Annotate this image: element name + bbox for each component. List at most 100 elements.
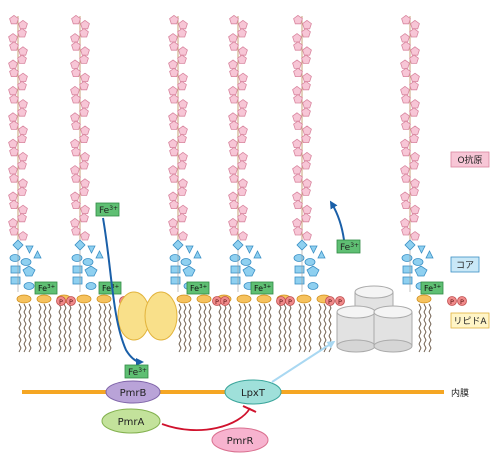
o-antigen-sugar bbox=[71, 199, 81, 210]
o-antigen-sugar bbox=[410, 231, 420, 241]
o-antigen-sugar bbox=[228, 59, 238, 69]
fe-release-arrow bbox=[329, 200, 345, 241]
fe-box-released: Fe3+ bbox=[336, 239, 361, 254]
o-antigen-sugar bbox=[168, 85, 178, 96]
lipid-a-head bbox=[16, 294, 32, 353]
o-antigen-sugar bbox=[17, 160, 27, 170]
o-antigen-sugar bbox=[178, 178, 188, 188]
o-antigen-sugar bbox=[238, 151, 248, 162]
phosphate: P bbox=[66, 296, 76, 306]
svg-text:P: P bbox=[215, 298, 219, 306]
o-antigen-sugar bbox=[79, 107, 89, 117]
outer-membrane-protein bbox=[117, 291, 178, 341]
lipid-a-head bbox=[36, 294, 52, 353]
fe-box-lipid: Fe3+ bbox=[34, 281, 58, 295]
svg-text:P: P bbox=[338, 298, 342, 306]
o-antigen-sugar bbox=[409, 212, 419, 223]
svg-text:LpxT: LpxT bbox=[241, 388, 266, 399]
o-antigen-sugar bbox=[400, 165, 410, 175]
o-antigen-sugar bbox=[178, 72, 188, 83]
svg-text:Fe3+: Fe3+ bbox=[38, 284, 56, 293]
lipid-a-head bbox=[256, 294, 272, 353]
svg-text:PmrR: PmrR bbox=[227, 436, 254, 447]
svg-text:P: P bbox=[59, 298, 63, 306]
svg-text:Fe3+: Fe3+ bbox=[424, 284, 442, 293]
o-antigen-sugar bbox=[9, 120, 19, 130]
o-antigen-sugar bbox=[238, 99, 248, 109]
o-antigen-sugar bbox=[409, 107, 419, 117]
o-antigen-sugar bbox=[8, 112, 18, 122]
o-antigen-sugar bbox=[401, 14, 411, 25]
o-antigen-sugar bbox=[237, 212, 247, 223]
svg-text:Fe3+: Fe3+ bbox=[102, 284, 120, 293]
o-antigen-sugar bbox=[400, 112, 410, 122]
o-antigen-sugar bbox=[70, 191, 80, 201]
lipid-a-layer: PPPPPPPPPPPPFe3+Fe3+Fe3+Fe3+Fe3+ bbox=[16, 281, 467, 353]
o-antigen-sugar bbox=[400, 33, 410, 43]
lipid-a-head bbox=[196, 294, 212, 353]
svg-text:Fe3+: Fe3+ bbox=[190, 284, 208, 293]
o-antigen-sugar bbox=[292, 59, 302, 69]
o-antigen-sugar bbox=[400, 217, 410, 228]
o-antigen-sugar bbox=[410, 125, 420, 135]
o-antigen-sugar bbox=[168, 217, 178, 228]
core-unit bbox=[71, 239, 104, 292]
o-antigen-sugar bbox=[409, 186, 419, 196]
lipid-a-head bbox=[296, 294, 312, 353]
o-antigen-sugar bbox=[401, 41, 411, 51]
o-antigen-sugar bbox=[401, 146, 411, 157]
o-antigen-sugar bbox=[9, 173, 19, 183]
inhibition-bar bbox=[242, 405, 257, 413]
o-antigen-sugar bbox=[70, 33, 80, 43]
lipid-a-head bbox=[96, 294, 112, 353]
svg-text:Fe3+: Fe3+ bbox=[128, 367, 147, 378]
o-antigen-sugar bbox=[400, 191, 410, 201]
fe-box-chain2: Fe3+ bbox=[95, 202, 120, 217]
o-antigen-sugar bbox=[17, 107, 27, 117]
o-antigen-sugar bbox=[71, 14, 81, 25]
o-antigen-sugar bbox=[178, 125, 188, 135]
o-antigen-sugar bbox=[410, 151, 420, 162]
o-antigen-sugar bbox=[293, 226, 303, 236]
o-antigen-sugar bbox=[292, 191, 302, 201]
o-antigen-sugar bbox=[70, 85, 80, 96]
o-antigen-sugar bbox=[9, 226, 19, 236]
o-antigen-sugar bbox=[238, 231, 248, 241]
lipid-a-head bbox=[236, 294, 252, 353]
o-antigen-sugar bbox=[293, 94, 303, 104]
o-antigen-sugar bbox=[8, 165, 18, 175]
o-antigen-sugar bbox=[409, 28, 419, 38]
legend-lipid-a: リピドA bbox=[450, 312, 490, 329]
o-antigen-sugar bbox=[168, 112, 178, 122]
o-antigen-sugar bbox=[302, 125, 312, 135]
svg-text:P: P bbox=[450, 298, 454, 306]
o-antigen-sugar bbox=[8, 217, 18, 228]
o-antigen-sugar bbox=[401, 199, 411, 210]
fe-box-lipid: Fe3+ bbox=[98, 281, 122, 295]
o-antigen-sugar bbox=[409, 160, 419, 170]
o-antigen-sugar bbox=[8, 191, 18, 201]
o-antigen-sugar bbox=[292, 112, 302, 122]
o-antigen-sugar bbox=[79, 160, 89, 170]
o-antigen-sugar bbox=[80, 231, 90, 241]
o-antigen-sugar bbox=[169, 199, 179, 210]
o-antigen-sugar bbox=[71, 146, 81, 157]
o-antigen-sugar bbox=[301, 133, 311, 144]
o-antigen-sugar bbox=[178, 46, 188, 56]
o-antigen-sugar bbox=[169, 120, 179, 130]
o-antigen-sugar bbox=[79, 80, 89, 91]
svg-text:P: P bbox=[288, 298, 292, 306]
o-antigen-sugar bbox=[168, 191, 178, 201]
o-antigen-sugar bbox=[410, 46, 420, 56]
svg-text:P: P bbox=[328, 298, 332, 306]
o-antigen-sugar bbox=[17, 80, 27, 91]
o-antigen-sugar bbox=[229, 14, 239, 25]
o-antigen-chain bbox=[400, 14, 420, 241]
legend-inner-membrane: 内膜 bbox=[451, 387, 469, 399]
o-antigen-sugar bbox=[9, 94, 19, 104]
o-antigen-sugar bbox=[400, 138, 410, 149]
o-antigen-sugar bbox=[400, 85, 410, 96]
o-antigen-sugar bbox=[228, 165, 238, 175]
o-antigen-sugar bbox=[400, 59, 410, 69]
pmrb-protein: PmrB bbox=[105, 380, 161, 404]
